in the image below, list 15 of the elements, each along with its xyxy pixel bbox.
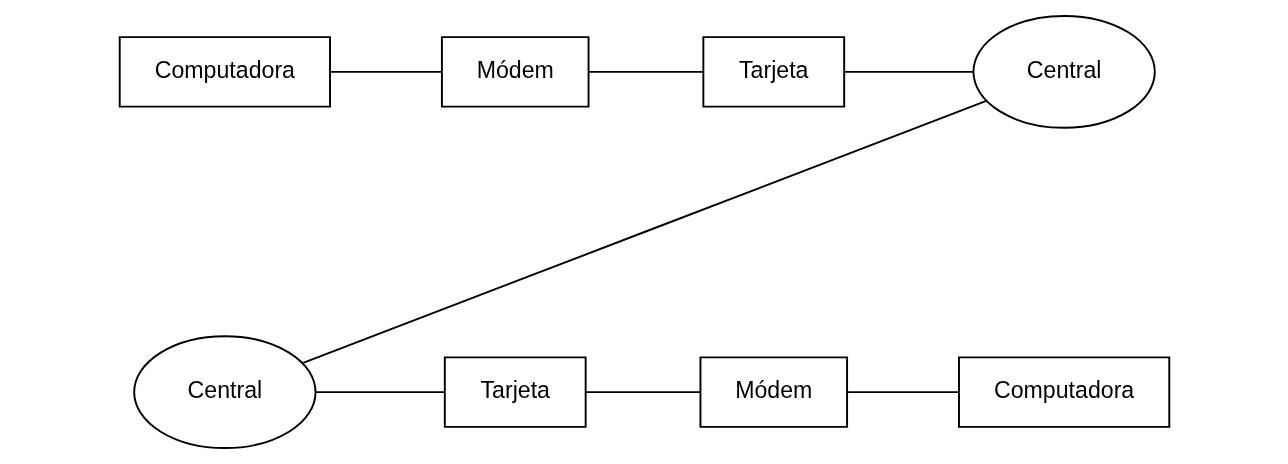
node-box: Tarjeta bbox=[701, 36, 845, 108]
connector bbox=[584, 391, 701, 394]
node-box: Computadora bbox=[118, 36, 331, 108]
node-box: Módem bbox=[440, 36, 589, 108]
connector bbox=[328, 70, 442, 73]
node-ellipse: Central bbox=[132, 335, 316, 450]
node-box: Computadora bbox=[957, 356, 1170, 428]
node-box: Módem bbox=[699, 356, 848, 428]
connector bbox=[301, 100, 987, 364]
connector bbox=[845, 391, 960, 394]
node-ellipse: Central bbox=[972, 14, 1156, 129]
node-box: Tarjeta bbox=[443, 356, 587, 428]
connector bbox=[314, 391, 445, 394]
connector bbox=[842, 70, 974, 73]
connector bbox=[587, 70, 703, 73]
